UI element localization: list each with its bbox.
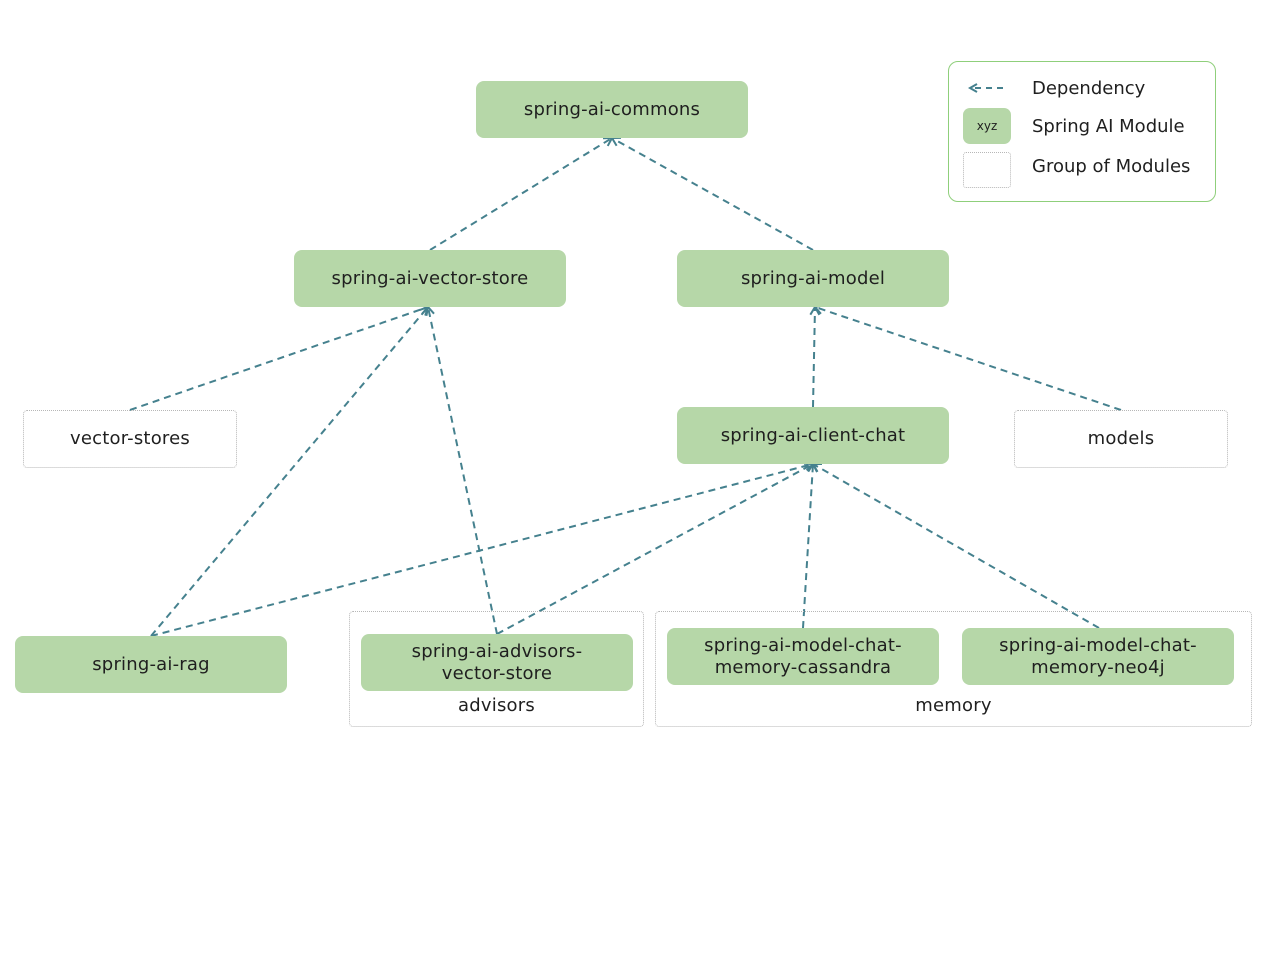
dependency-arrow-memory_cassandra-to-client_chat [802,462,818,629]
legend-row-dependency: Dependency [949,70,1215,106]
dependency-arrow-models-to-model [813,304,1122,411]
module-spring-ai-model-chat-memory-neo4j: spring-ai-model-chat- memory-neo4j [962,628,1234,685]
dependency-arrow-vector_stores-to-vector_store [129,304,430,411]
module-spring-ai-model-chat-memory-cassandra: spring-ai-model-chat- memory-cassandra [667,628,939,685]
module-label: spring-ai-model [740,267,886,289]
dependency-arrow-icon [967,83,1003,93]
group-vector-stores: vector-stores [23,410,237,468]
module-spring-ai-rag: spring-ai-rag [15,636,287,693]
dependency-arrow-client_chat-to-model [809,305,821,408]
legend: Dependency xyz Spring AI Module Group of… [948,61,1216,202]
group-vector-stores-label: vector-stores [70,428,190,449]
module-spring-ai-commons: spring-ai-commons [476,81,748,138]
group-memory: memory [655,611,1252,727]
module-label: spring-ai-advisors- vector-store [411,640,583,684]
legend-module-label: Spring AI Module [1032,116,1185,137]
legend-dependency-label: Dependency [1032,78,1146,99]
module-spring-ai-advisors-vector-store: spring-ai-advisors- vector-store [361,634,633,691]
module-label: spring-ai-rag [92,653,210,675]
dependency-arrow-memory_neo4j-to-client_chat [811,462,1100,629]
dependency-arrow-vector_store-to-commons [429,136,614,251]
module-swatch: xyz [963,108,1011,144]
module-spring-ai-vector-store: spring-ai-vector-store [294,250,566,307]
module-label: spring-ai-vector-store [331,267,529,289]
legend-row-group: Group of Modules [949,152,1215,188]
legend-row-module: xyz Spring AI Module [949,108,1215,144]
group-memory-label: memory [915,695,992,716]
group-advisors-label: advisors [458,695,535,716]
module-spring-ai-model: spring-ai-model [677,250,949,307]
module-label: spring-ai-commons [523,98,701,120]
legend-group-label: Group of Modules [1032,156,1191,177]
module-spring-ai-client-chat: spring-ai-client-chat [677,407,949,464]
group-models: models [1014,410,1228,468]
group-swatch [963,152,1011,188]
module-label: spring-ai-model-chat- memory-cassandra [704,634,902,678]
dependency-arrow-advisors_vector_store-to-client_chat [496,462,815,635]
module-label: spring-ai-model-chat- memory-neo4j [999,634,1197,678]
dependency-arrow-model-to-commons [610,136,814,251]
group-advisors: advisors [349,611,644,727]
module-label: spring-ai-client-chat [720,424,906,446]
module-swatch-text: xyz [976,119,998,133]
group-models-label: models [1087,428,1155,449]
dependency-arrow-rag-to-vector_store [150,305,430,637]
dependency-arrow-advisors_vector_store-to-vector_store [424,305,498,635]
dependency-arrow-rag-to-client_chat [150,460,815,637]
